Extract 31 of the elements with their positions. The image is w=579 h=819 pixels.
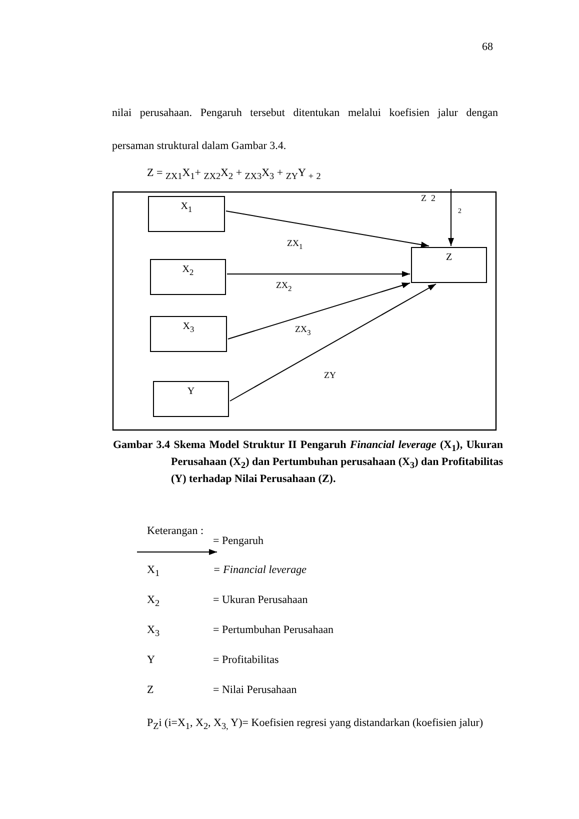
edge-label: ZX$_{1}$ [287,238,303,252]
edge-label: ZX$_{2}$ [276,280,292,294]
definition: = Profitabilitas [213,653,280,667]
definition: = Financial leverage [213,563,308,577]
arrow [226,271,410,277]
definition: = Ukuran Perusahaan [213,593,309,607]
symbol: X$_{2}$ [147,593,161,610]
arrow [226,210,430,248]
variable-box: X$_{3}$ [150,316,227,352]
symbol: Z [147,683,155,697]
page-number: 68 [482,40,494,54]
definition: = Nilai Perusahaan [213,683,298,697]
paragraph: nilai perusahaan. Pengaruh tersebut ditentukan melalui koefisien jalur dengan persaman struktural dalam Gambar 3.4. [112,106,498,154]
legend-text: = Pengaruh [213,534,264,548]
edge-label: Z 2 [421,193,436,204]
note: P$_{Z}$i (i=X$_{1}$, X$_{2}$, X$_{3,}$ Y)= Koefisien regresi yang distandarkan (koefisien jalur) [147,716,484,734]
edge-label: ZX$_{3}$ [295,324,311,338]
heading: Keterangan : [147,524,204,538]
edge-label: ZY [324,370,336,381]
arrow [230,284,436,402]
arrow [448,188,454,246]
definition: = Pertumbuhan Perusahaan [213,623,334,637]
variable-box: Y [153,381,229,417]
variable-box: X$_{1}$ [148,196,225,232]
variable-box: Z [411,247,487,283]
symbol: X$_{1}$ [147,563,161,580]
variable-box: X$_{2}$ [150,259,226,295]
arrow [228,282,410,340]
symbol: Y [147,653,156,667]
figure-caption: Gambar 3.4 Skema Model Struktur II Pengaruh Financial leverage (X$_{1}$), Ukuran Perusahaan (X$_{2}$) dan Pertumbuhan perusahaan (X$_{3}$) dan Profitabilitas (Y) terhadap Nilai Perusahaan (Z). [113,438,503,486]
symbol: X$_{3}$ [147,623,161,640]
